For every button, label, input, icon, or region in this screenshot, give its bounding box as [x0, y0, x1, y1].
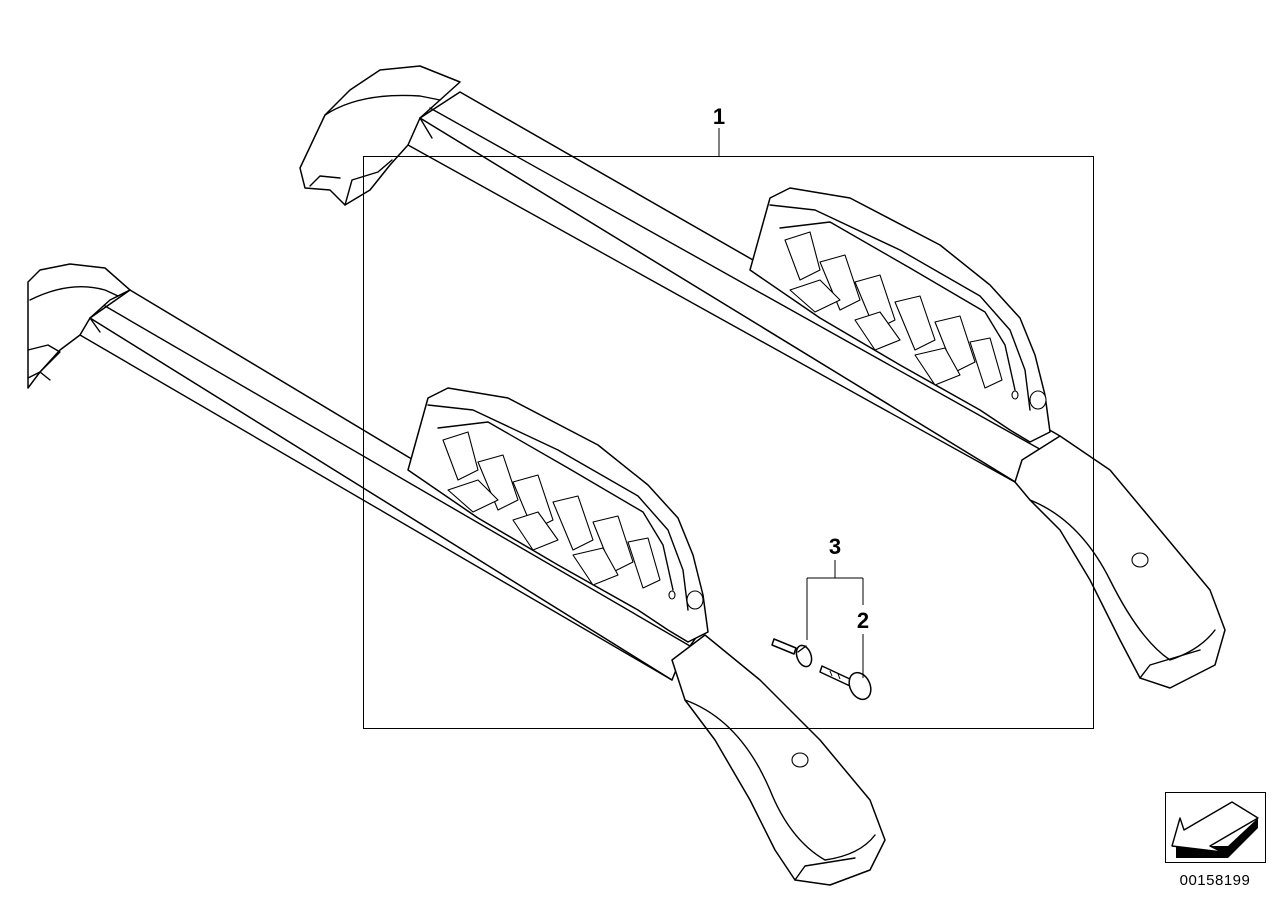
callout-2: 2	[857, 608, 869, 633]
flat-arrow-pointer-icon	[1165, 792, 1266, 863]
callout-1: 1	[713, 104, 725, 129]
lock-cylinder	[771, 638, 813, 668]
rear-roof-rack-crossbar	[299, 65, 1226, 689]
callout-3-bracket	[806, 560, 864, 640]
set-frame	[363, 156, 1094, 729]
key	[819, 665, 872, 701]
front-roof-rack-crossbar	[27, 263, 886, 886]
document-number: 00158199	[1180, 872, 1251, 889]
callout-3: 3	[829, 534, 841, 559]
